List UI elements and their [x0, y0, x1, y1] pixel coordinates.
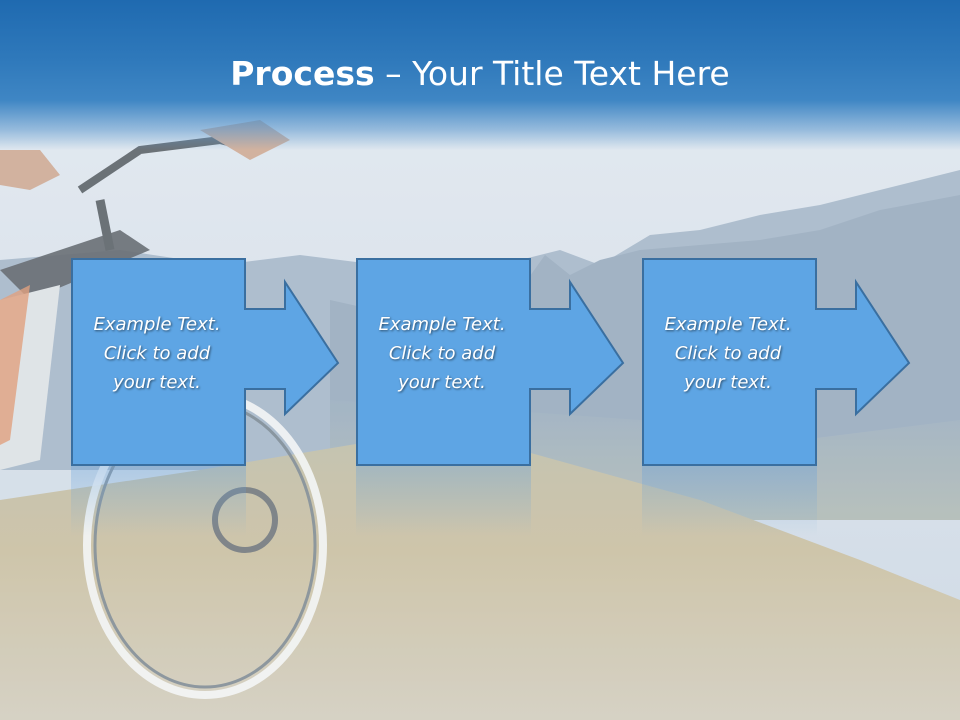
step-2-line-1: Example Text.: [378, 314, 506, 335]
step-2-line-3: your text.: [398, 372, 486, 393]
step-1-line-1: Example Text.: [93, 314, 221, 335]
step-3-line-1: Example Text.: [664, 314, 792, 335]
step-3-text: Example Text. Click to add your text.: [642, 310, 814, 397]
header-band: [0, 0, 960, 150]
step-3-line-3: your text.: [684, 372, 772, 393]
step-2-shape: [356, 258, 625, 466]
process-step-1[interactable]: Example Text. Click to add your text.: [71, 258, 361, 468]
step-1-text: Example Text. Click to add your text.: [71, 310, 243, 397]
process-step-3[interactable]: Example Text. Click to add your text.: [642, 258, 932, 468]
title-rest: – Your Title Text Here: [374, 54, 730, 93]
step-2-reflection: [356, 466, 531, 536]
step-3-line-2: Click to add: [674, 343, 782, 364]
step-2-text: Example Text. Click to add your text.: [356, 310, 528, 397]
step-2-line-2: Click to add: [388, 343, 496, 364]
step-3-reflection: [642, 466, 817, 536]
step-1-reflection: [71, 466, 246, 536]
step-3-shape: [642, 258, 911, 466]
title-bold: Process: [230, 54, 375, 93]
process-step-2[interactable]: Example Text. Click to add your text.: [356, 258, 646, 468]
step-1-shape: [71, 258, 340, 466]
grass-hill: [0, 440, 960, 720]
step-1-line-3: your text.: [113, 372, 201, 393]
slide-title[interactable]: Process – Your Title Text Here: [0, 52, 960, 96]
step-1-line-2: Click to add: [103, 343, 211, 364]
